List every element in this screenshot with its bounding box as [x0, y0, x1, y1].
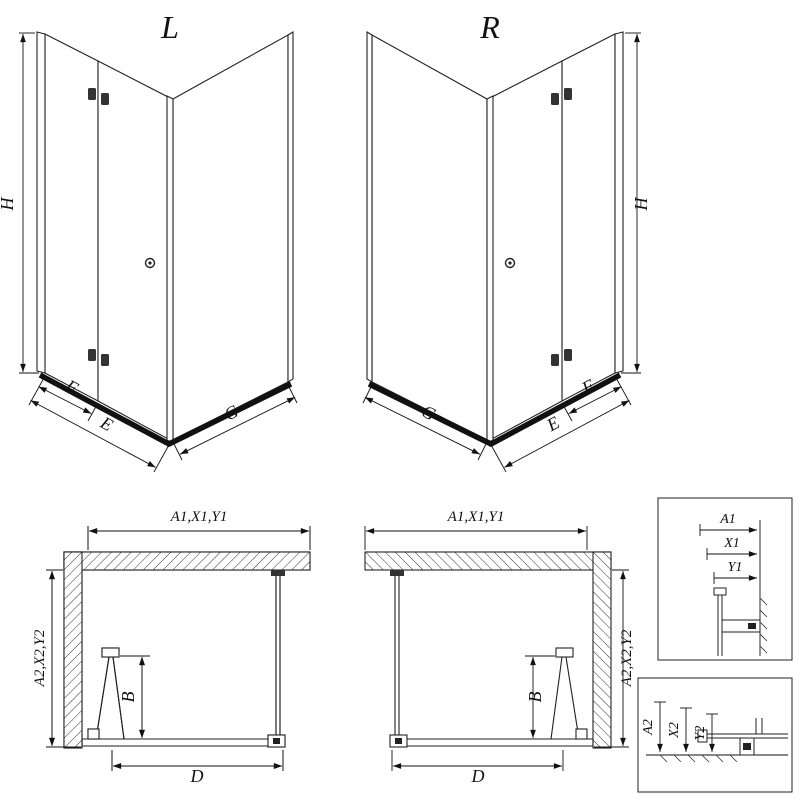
- dim-depth-label: A2,X2,Y2: [32, 629, 48, 687]
- dimension-lines: [699, 520, 761, 656]
- dim-e-label: E: [96, 412, 116, 435]
- dim-h-label: H: [631, 197, 651, 212]
- perspective-left: L H F E G: [0, 9, 242, 435]
- corner-post: [166, 95, 174, 444]
- dim-a2-label: A2: [641, 719, 656, 736]
- wall-mount-profile: [36, 31, 46, 374]
- dim-y1-label: Y1: [728, 560, 743, 575]
- dim-x2-label: X2: [667, 722, 682, 739]
- detail-box-border: [637, 677, 793, 793]
- dim-y2-label: Y2: [693, 726, 708, 741]
- plan-left: A1,X1,Y1 A2,X2,Y2 B D: [32, 509, 310, 786]
- dim-a1-label: A1: [719, 512, 736, 527]
- dim-depth-label: A2,X2,Y2: [619, 629, 635, 687]
- profile-section: [697, 718, 788, 756]
- door-panel-2: [97, 60, 171, 441]
- dim-width-label: A1,X1,Y1: [447, 509, 505, 525]
- dimension-lines: [19, 32, 298, 473]
- profile-section: [713, 587, 761, 656]
- perspective-right: R H F E G: [363, 9, 651, 472]
- variant-label-right: R: [479, 9, 500, 45]
- hinge-marker: [88, 88, 109, 366]
- detail-box-border: [657, 497, 793, 661]
- variant-label-left: L: [160, 9, 179, 45]
- dim-width-label: A1,X1,Y1: [170, 509, 228, 525]
- plan-right: A1,X1,Y1 A2,X2,Y2 B D: [365, 509, 635, 786]
- dim-e-label: E: [543, 412, 563, 435]
- dim-d-label: D: [471, 766, 485, 786]
- detail-depth-adjustment: A2 X2 Y2: [637, 677, 793, 793]
- dim-d-label: D: [190, 766, 204, 786]
- enclosure-geometry: [19, 31, 298, 473]
- detail-width-adjustment: A1 X1 Y1: [657, 497, 793, 661]
- dim-b-label: B: [525, 692, 545, 703]
- dim-h-label: H: [0, 197, 17, 212]
- side-wall-profile: [287, 31, 294, 383]
- side-glass-panel: [172, 34, 289, 441]
- wall-hatch-ticks: [659, 754, 738, 763]
- wall-hatch-ticks: [759, 597, 768, 654]
- dimension-lines: [646, 701, 788, 756]
- dim-b-label: B: [118, 692, 138, 703]
- dim-x1-label: X1: [723, 536, 740, 551]
- door-handle-center: [148, 261, 152, 265]
- mirrored-plan-geometry: [365, 526, 629, 771]
- mirrored-geometry: [363, 32, 641, 472]
